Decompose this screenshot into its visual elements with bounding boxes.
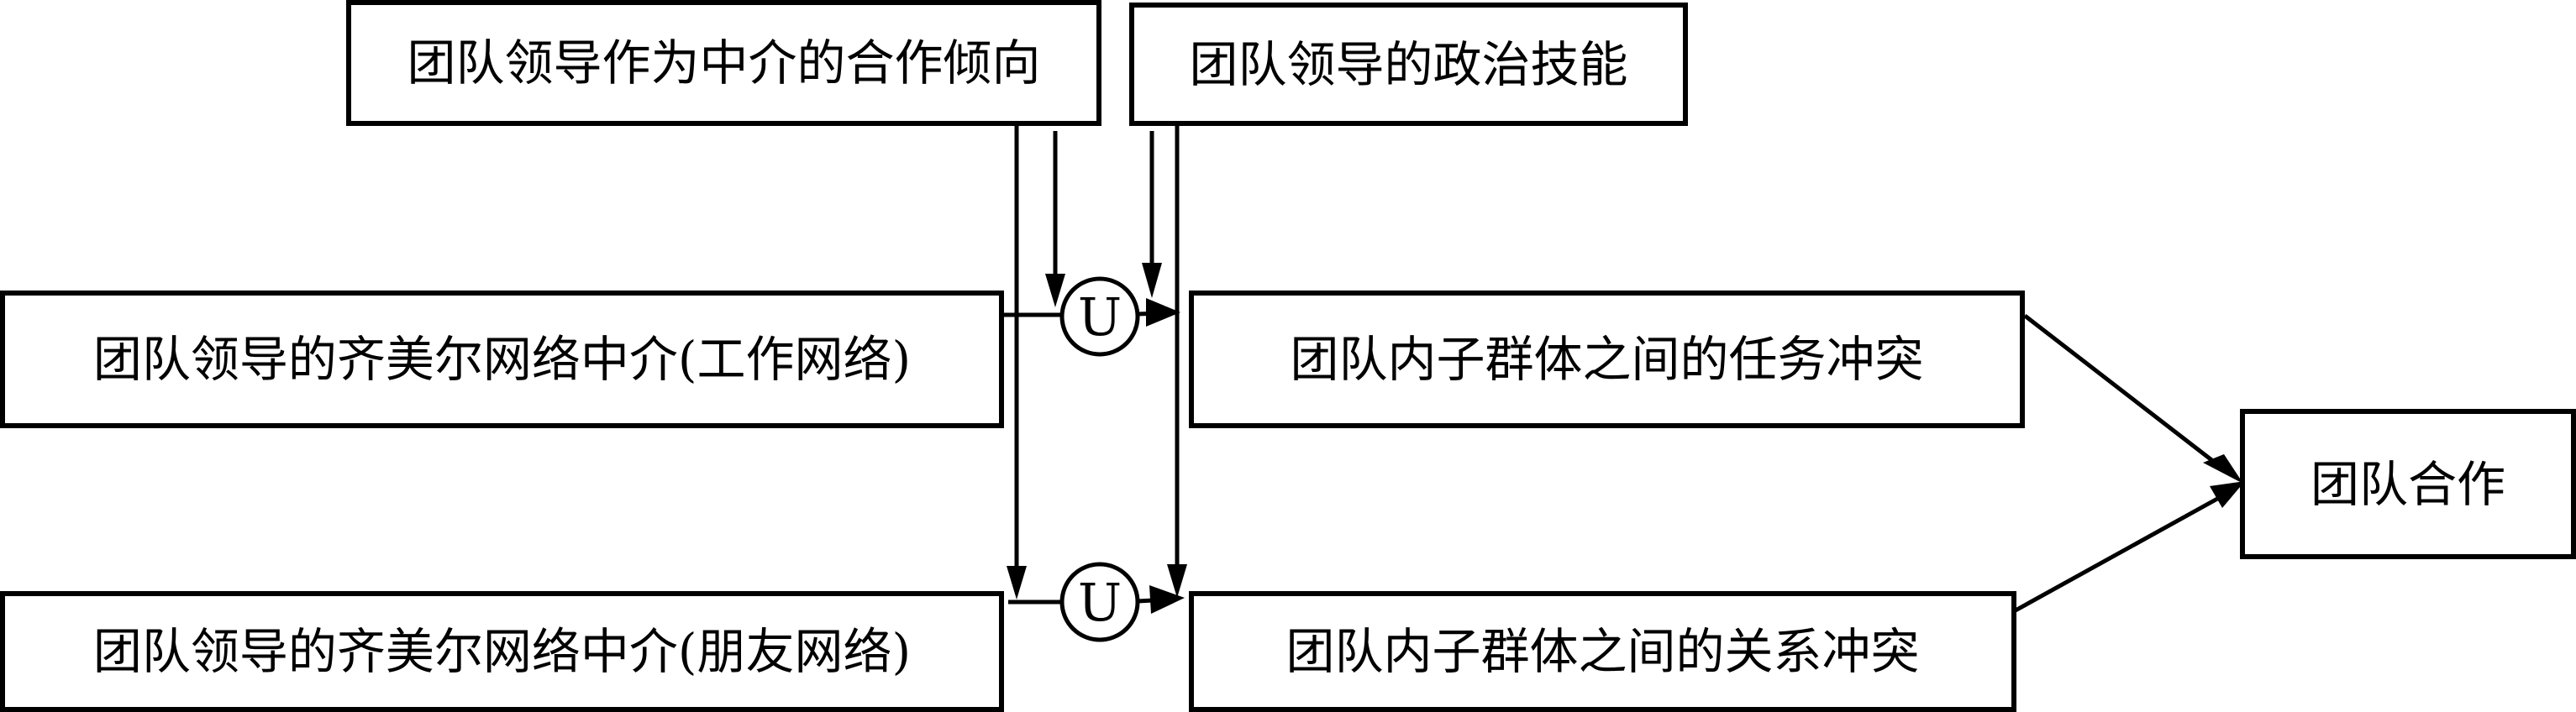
friend-u-node: U (1059, 562, 1140, 642)
arrowhead-mediation-to-work-u (1045, 274, 1065, 307)
node-mediation-tendency-label: 团队领导作为中介的合作倾向 (407, 34, 1041, 92)
friend-u-label: U (1078, 572, 1122, 633)
node-relation-conflict-label: 团队内子群体之间的关系冲突 (1285, 623, 1920, 680)
arrowhead-political-to-friend-u (1167, 564, 1187, 598)
arrowhead-relation-to-cooperation (2210, 481, 2245, 508)
work-u-circle (1059, 276, 1140, 357)
node-relation-conflict: 团队内子群体之间的关系冲突 (1189, 591, 2016, 712)
friend-u-circle (1059, 562, 1140, 642)
node-task-conflict: 团队内子群体之间的任务冲突 (1189, 291, 2025, 428)
arrowhead-to-relation-conflict (1149, 585, 1185, 614)
arrowhead-mediation-to-friend-u (1007, 566, 1027, 599)
node-friend-network-brokerage: 团队领导的齐美尔网络中介(朋友网络) (0, 591, 1004, 712)
work-u-label: U (1078, 286, 1122, 348)
arrowhead-to-task-conflict (1146, 298, 1180, 327)
node-political-skill-label: 团队领导的政治技能 (1189, 35, 1628, 93)
node-task-conflict-label: 团队内子群体之间的任务冲突 (1290, 331, 1924, 388)
edge-relation-conflict-to-cooperation (2012, 491, 2228, 614)
node-mediation-tendency: 团队领导作为中介的合作倾向 (346, 0, 1101, 126)
node-team-cooperation-label: 团队合作 (2310, 455, 2505, 513)
edge-task-conflict-to-cooperation (2023, 314, 2226, 472)
work-u-node: U (1059, 276, 1140, 357)
node-team-cooperation: 团队合作 (2240, 409, 2576, 559)
arrowhead-task-to-cooperation (2203, 454, 2243, 484)
node-friend-network-label: 团队领导的齐美尔网络中介(朋友网络) (92, 623, 912, 680)
node-political-skill: 团队领导的政治技能 (1129, 3, 1688, 126)
arrowhead-political-to-work-u (1142, 263, 1162, 298)
node-work-network-brokerage: 团队领导的齐美尔网络中介(工作网络) (0, 291, 1004, 428)
node-work-network-label: 团队领导的齐美尔网络中介(工作网络) (92, 331, 912, 388)
